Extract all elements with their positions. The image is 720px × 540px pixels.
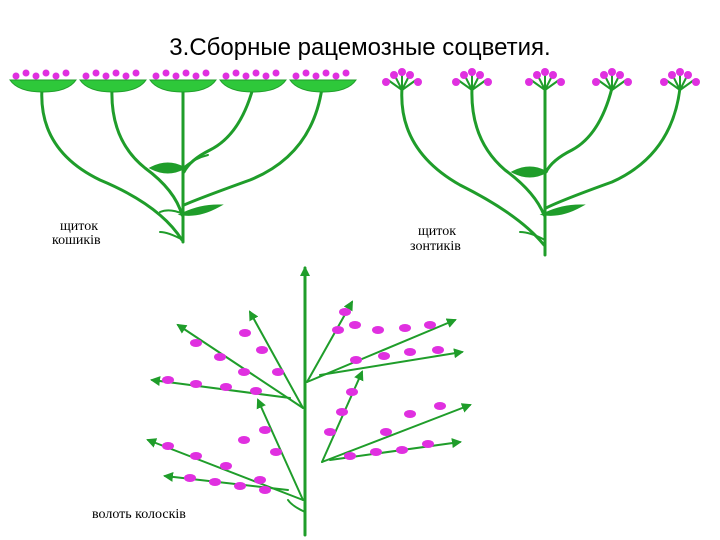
head-receptacle: [79, 79, 147, 93]
branch-left-1: [176, 323, 304, 409]
label-panicle-spikelets: волоть колосків: [92, 507, 186, 522]
sub-branch: [321, 370, 364, 463]
spikelets: [162, 308, 446, 494]
head-receptacle: [219, 79, 287, 93]
leaf: [510, 166, 549, 178]
umbel-flowers: [382, 68, 700, 86]
label-corymb-umbels-1: щиток: [418, 224, 456, 239]
panicle-of-spikelets: волоть колосків: [92, 266, 472, 537]
branch-right-3: [321, 403, 472, 463]
head-florets: [12, 69, 350, 80]
branch-left-inner: [470, 86, 546, 217]
branch-right-outer: [182, 86, 324, 207]
label-corymb-heads-1: щиток: [60, 219, 98, 234]
branch-right-inner: [544, 86, 614, 174]
head-receptacle: [9, 79, 77, 93]
slide-title: 3.Сборные рацемозные соцветия.: [169, 34, 551, 61]
branch-right-inner: [182, 86, 255, 174]
head-receptacle: [149, 79, 217, 93]
branch-left-outer: [400, 86, 546, 247]
branch-right-outer: [544, 86, 682, 210]
label-corymb-umbels-2: зонтиків: [410, 239, 461, 254]
branch-right-2: [319, 348, 464, 376]
branch-left-inner: [110, 86, 184, 217]
head-receptacle: [289, 79, 357, 93]
branch-right-1: [306, 318, 457, 383]
leaf: [148, 162, 187, 174]
branch-left-outer: [40, 86, 184, 242]
corymb-of-umbels: щиток зонтиків: [382, 68, 700, 257]
corymb-of-heads: щиток кошиків: [9, 69, 357, 248]
sub-branch: [249, 310, 304, 409]
branch-left-3: [146, 438, 304, 501]
leaf: [539, 204, 586, 216]
head-receptacles: [9, 79, 357, 93]
umbel-rays: [387, 74, 695, 91]
label-corymb-heads-2: кошиків: [52, 233, 101, 248]
leaf: [177, 204, 224, 216]
